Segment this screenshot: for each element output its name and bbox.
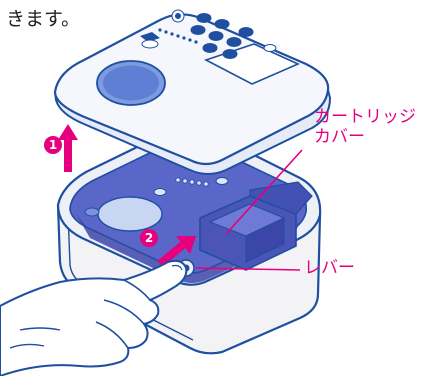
step1-badge: 1 bbox=[44, 136, 62, 154]
step2-badge: 2 bbox=[140, 229, 158, 247]
lid bbox=[55, 10, 330, 174]
cartridge-cover-label-line2: カバー bbox=[314, 128, 365, 147]
lever-label: レバー bbox=[304, 259, 355, 278]
cartridge-cover-label-line1: カートリッジ bbox=[314, 108, 416, 127]
